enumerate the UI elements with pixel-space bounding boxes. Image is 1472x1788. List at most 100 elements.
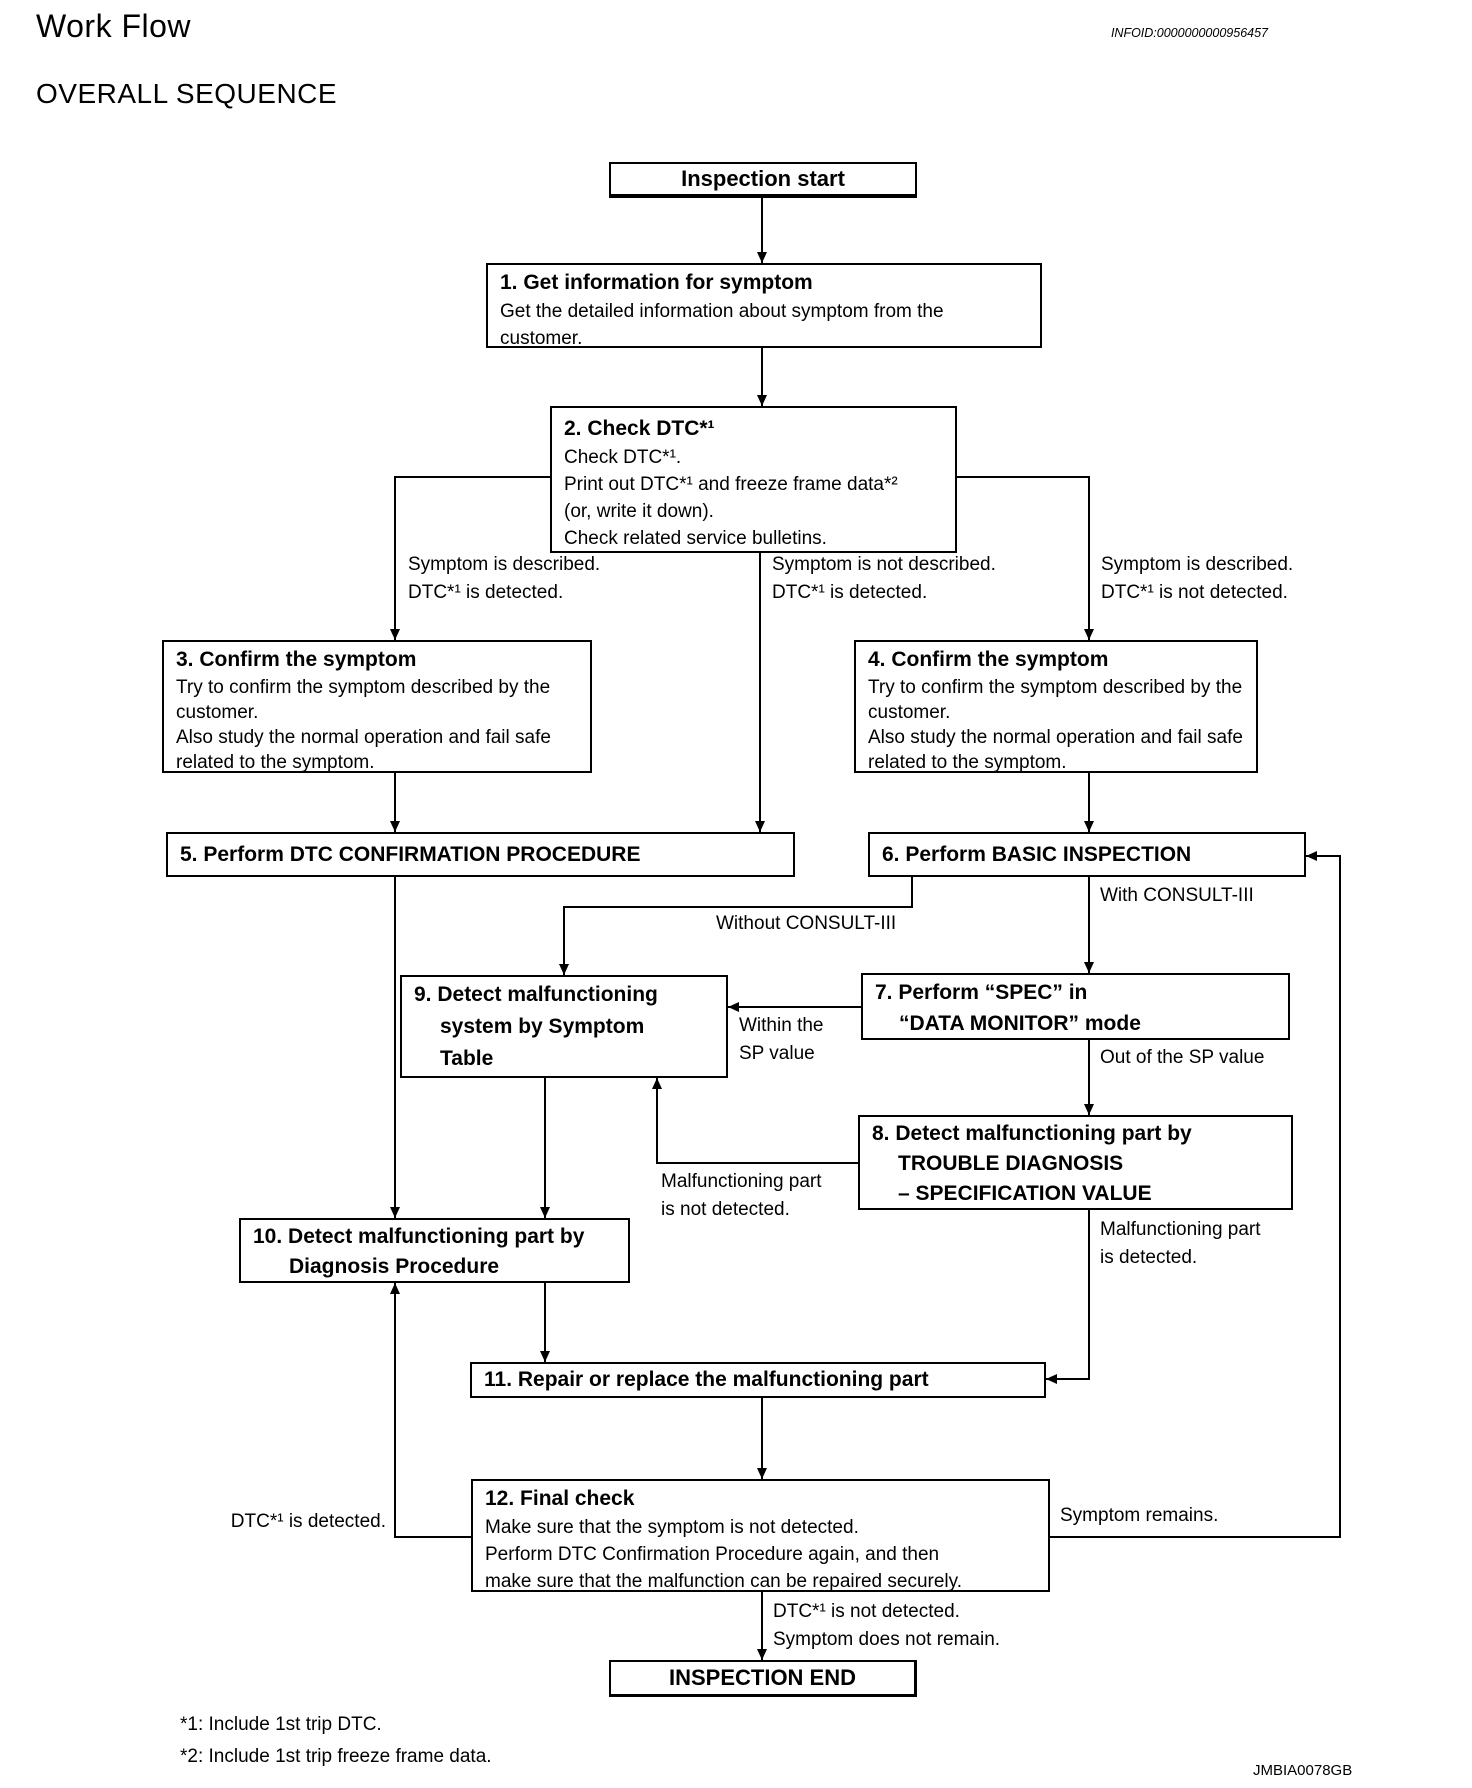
arrowhead-into-1	[757, 252, 767, 263]
step-3-body: Try to confirm the symptom described by …	[176, 677, 551, 773]
edge-2-right-h	[957, 476, 1090, 478]
arrowhead-into-11	[540, 1351, 550, 1362]
arrowhead-into-9	[559, 964, 569, 975]
edge-6-without-v2	[563, 906, 565, 975]
step-12-body: Make sure that the symptom is not detect…	[485, 1517, 963, 1592]
edge-8-to-11-v	[1088, 1210, 1090, 1380]
label-mid-branch: Symptom is not described. DTC*¹ is detec…	[772, 554, 996, 603]
label-with-consult: With CONSULT-III	[1100, 885, 1254, 906]
edge-4-to-6	[1088, 773, 1090, 832]
node-step-12: 12. Final check Make sure that the sympt…	[471, 1479, 1050, 1592]
edge-3-to-5	[394, 773, 396, 832]
step-11-title: 11. Repair or replace the malfunctioning…	[484, 1368, 929, 1391]
edge-1-to-2	[761, 348, 763, 406]
label-out-sp: Out of the SP value	[1100, 1047, 1265, 1068]
step-2-body: Check DTC*¹. Print out DTC*¹ and freeze …	[564, 447, 898, 549]
edge-8-to-9-v	[656, 1078, 658, 1164]
edge-11-to-12	[761, 1398, 763, 1479]
node-step-6: 6. Perform BASIC INSPECTION	[868, 832, 1306, 877]
edge-12-to-10-v	[394, 1283, 396, 1538]
edge-12-to-10-h	[394, 1536, 471, 1538]
step-8-title: 8. Detect malfunctioning part by TROUBLE…	[872, 1122, 1192, 1205]
node-step-3: 3. Confirm the symptom Try to confirm th…	[162, 640, 592, 773]
label-dtc-detected: DTC*¹ is detected.	[230, 1511, 386, 1532]
edge-2-left-h	[394, 476, 550, 478]
node-step-9: 9. Detect malfunctioning system by Sympt…	[400, 975, 728, 1078]
step-3-title: 3. Confirm the symptom	[176, 648, 417, 671]
edge-12-to-6-h2	[1306, 855, 1341, 857]
label-within-sp: Within the SP value	[739, 1015, 824, 1064]
node-inspection-start: Inspection start	[609, 162, 917, 198]
arrowhead-into-5-mid	[755, 821, 765, 832]
arrowhead-into-3	[390, 629, 400, 640]
arrowhead-into-11-right	[1046, 1374, 1057, 1384]
edge-5-to-10	[394, 877, 396, 1218]
arrowhead-into-10-bottom	[390, 1283, 400, 1294]
node-step-7: 7. Perform “SPEC” in “DATA MONITOR” mode	[861, 973, 1290, 1040]
step-9-title: 9. Detect malfunctioning system by Sympt…	[414, 983, 658, 1070]
node-step-1: 1. Get information for symptom Get the d…	[486, 263, 1042, 348]
arrowhead-into-9-bottom	[652, 1078, 662, 1089]
step-4-title: 4. Confirm the symptom	[868, 648, 1109, 671]
arrowhead-into-2	[757, 395, 767, 406]
node-step-8: 8. Detect malfunctioning part by TROUBLE…	[858, 1115, 1293, 1210]
edge-2-right-v	[1088, 476, 1090, 640]
edge-9-to-10	[544, 1078, 546, 1218]
footnote-2: *2: Include 1st trip freeze frame data.	[180, 1746, 492, 1767]
infoid-label: INFOID:0000000000956457	[1110, 26, 1268, 40]
edge-7-to-9	[728, 1006, 861, 1008]
page-title: Work Flow	[36, 8, 192, 44]
section-heading: OVERALL SEQUENCE	[36, 78, 338, 109]
edge-start-to-1	[761, 198, 763, 263]
node-inspection-end-label: INSPECTION END	[668, 1665, 857, 1690]
arrowhead-into-9-right	[728, 1002, 739, 1012]
edge-8-to-11-h	[1046, 1378, 1090, 1380]
footnote-1: *1: Include 1st trip DTC.	[180, 1714, 382, 1735]
edge-10-to-11	[544, 1283, 546, 1362]
arrowhead-into-7	[1084, 962, 1094, 973]
node-step-11: 11. Repair or replace the malfunctioning…	[470, 1362, 1046, 1398]
node-step-2: 2. Check DTC*¹ Check DTC*¹. Print out DT…	[550, 406, 957, 553]
arrowhead-into-5	[390, 821, 400, 832]
node-step-5: 5. Perform DTC CONFIRMATION PROCEDURE	[166, 832, 795, 877]
figure-code: JMBIA0078GB	[1253, 1762, 1353, 1779]
label-without-consult: Without CONSULT-III	[716, 913, 897, 934]
label-final-ok: DTC*¹ is not detected. Symptom does not …	[773, 1601, 1001, 1650]
node-step-4: 4. Confirm the symptom Try to confirm th…	[854, 640, 1258, 773]
arrowhead-into-6-right	[1306, 851, 1317, 861]
edge-6-without-v1	[911, 877, 913, 908]
step-4-body: Try to confirm the symptom described by …	[868, 677, 1243, 773]
step-10-title: 10. Detect malfunctioning part by Diagno…	[253, 1225, 585, 1278]
step-5-title: 5. Perform DTC CONFIRMATION PROCEDURE	[180, 842, 641, 866]
node-inspection-end: INSPECTION END	[609, 1660, 917, 1697]
step-12-title: 12. Final check	[485, 1487, 635, 1510]
edge-12-to-end	[761, 1592, 763, 1660]
label-part-detected: Malfunctioning part is detected.	[1100, 1219, 1261, 1268]
arrowhead-into-end	[757, 1649, 767, 1660]
arrowhead-into-12	[757, 1468, 767, 1479]
edge-6-without-h	[563, 906, 913, 908]
step-1-body: Get the detailed information about sympt…	[500, 301, 944, 348]
step-6-title: 6. Perform BASIC INSPECTION	[882, 842, 1192, 866]
label-part-not-detected: Malfunctioning part is not detected.	[661, 1171, 822, 1220]
arrowhead-into-10	[540, 1207, 550, 1218]
edge-7-to-8	[1088, 1040, 1090, 1115]
edge-12-to-6-h1	[1050, 1536, 1341, 1538]
arrowhead-into-6	[1084, 821, 1094, 832]
arrowhead-into-8	[1084, 1104, 1094, 1115]
label-right-branch: Symptom is described. DTC*¹ is not detec…	[1101, 554, 1294, 603]
label-left-branch: Symptom is described. DTC*¹ is detected.	[408, 554, 601, 603]
node-inspection-start-label: Inspection start	[681, 166, 845, 191]
step-7-title: 7. Perform “SPEC” in “DATA MONITOR” mode	[875, 981, 1141, 1035]
edge-2-left-v	[394, 476, 396, 640]
arrowhead-into-4	[1084, 629, 1094, 640]
edge-2-mid-v	[759, 553, 761, 832]
edge-6-to-7	[1088, 877, 1090, 973]
step-1-title: 1. Get information for symptom	[500, 271, 813, 294]
edge-8-to-9-h	[656, 1162, 858, 1164]
edge-12-to-6-v	[1339, 855, 1341, 1538]
label-symptom-remains: Symptom remains.	[1060, 1505, 1219, 1526]
step-2-title: 2. Check DTC*¹	[564, 417, 715, 440]
node-step-10: 10. Detect malfunctioning part by Diagno…	[239, 1218, 630, 1283]
